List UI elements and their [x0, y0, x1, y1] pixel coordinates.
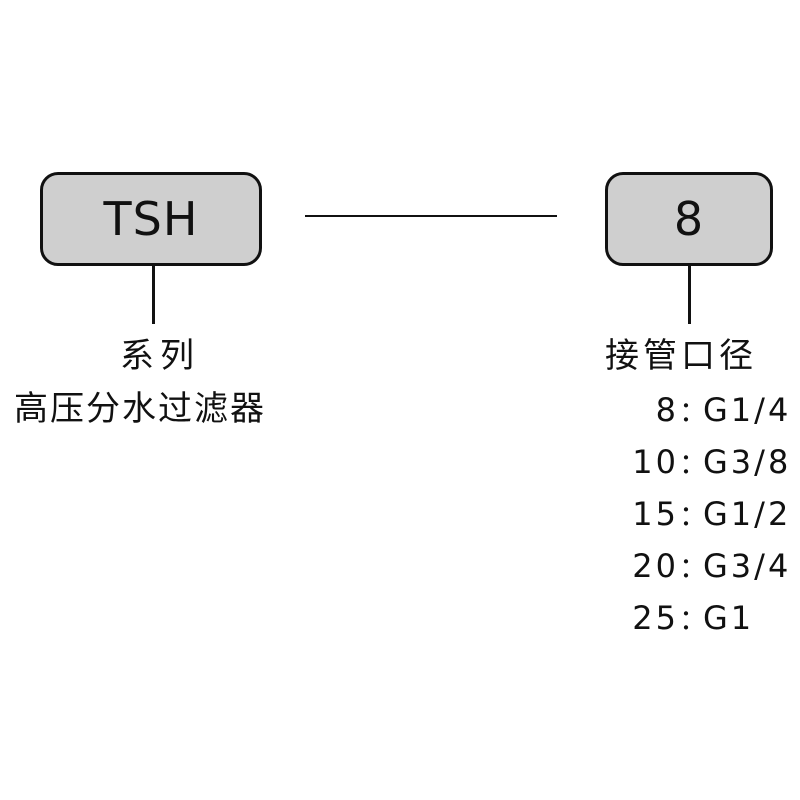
size-option-thread: G1/2: [703, 495, 792, 533]
size-option: 20 ： G3/4: [603, 546, 791, 598]
size-code-box: 8: [605, 172, 773, 266]
size-code: 8: [673, 192, 705, 246]
size-option: 15 ： G1/2: [603, 494, 791, 546]
series-leader-line: [152, 266, 155, 324]
size-option-separator: ：: [679, 395, 708, 428]
size-option-separator: ：: [679, 499, 708, 532]
size-option-code: 20: [632, 547, 679, 585]
size-option-thread: G3/4: [703, 547, 792, 585]
size-option-thread: G1/4: [703, 391, 792, 429]
size-option-thread: G1: [703, 599, 755, 637]
size-option: 25 ： G1: [603, 598, 791, 650]
size-option-code: 25: [632, 599, 679, 637]
size-option-thread: G3/8: [703, 443, 792, 481]
size-option: 10 ： G3/8: [603, 442, 791, 494]
series-title: 系列: [120, 336, 200, 376]
size-title: 接管口径: [605, 336, 757, 376]
series-code-box: TSH: [40, 172, 262, 266]
size-option-list: 8 ： G1/4 10 ： G3/8 15 ： G1/2 20 ： G3/4 2…: [603, 390, 791, 650]
size-option-separator: ：: [679, 551, 708, 584]
size-option-separator: ：: [679, 447, 708, 480]
connector-line: [305, 215, 557, 217]
size-option-code: 15: [632, 495, 679, 533]
size-option-separator: ：: [679, 603, 708, 636]
size-leader-line: [688, 266, 691, 324]
size-option: 8 ： G1/4: [603, 390, 791, 442]
size-option-code: 10: [632, 443, 679, 481]
series-code: TSH: [103, 192, 199, 246]
size-option-code: 8: [655, 391, 679, 429]
series-description: 高压分水过滤器: [14, 389, 266, 429]
